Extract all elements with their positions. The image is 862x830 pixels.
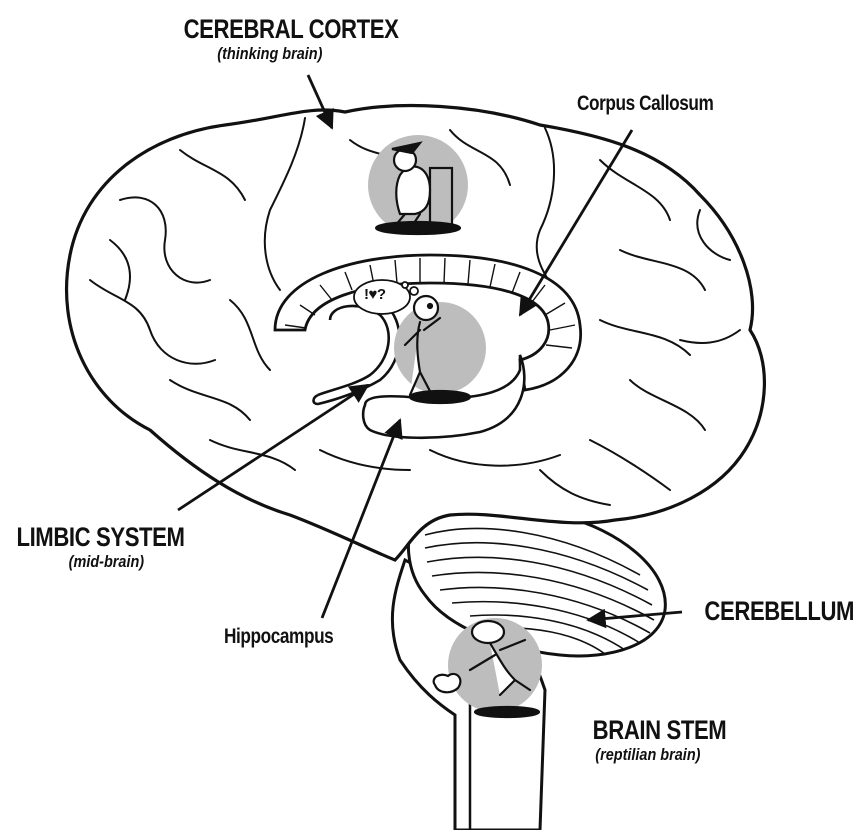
cerebral-cortex-sublabel: (thinking brain) — [217, 44, 322, 64]
limbic-system-label: LIMBIC SYSTEM — [16, 522, 184, 553]
brain-stem-label: BRAIN STEM — [593, 715, 727, 746]
limbic-system-sublabel: (mid-brain) — [69, 552, 144, 572]
hippocampus-label: Hippocampus — [224, 625, 333, 649]
cerebellum-label: CEREBELLUM — [704, 596, 854, 627]
limbic-highlight — [394, 302, 486, 394]
thought-bubble-text: !♥? — [364, 286, 386, 303]
brain-stem-sublabel: (reptilian brain) — [595, 745, 700, 765]
cerebral-cortex-label: CEREBRAL CORTEX — [184, 14, 399, 45]
corpus-callosum-label: Corpus Callosum — [577, 92, 713, 116]
